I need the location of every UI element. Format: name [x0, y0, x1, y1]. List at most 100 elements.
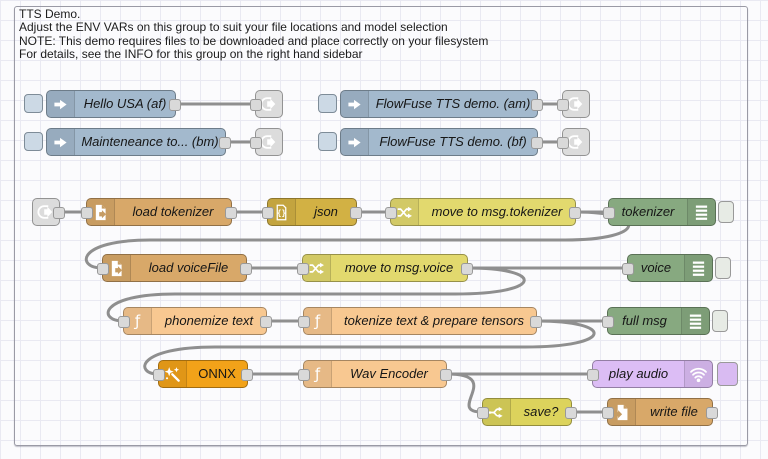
node-debug-full-msg[interactable]: full msg	[602, 307, 710, 335]
input-port[interactable]	[622, 263, 634, 275]
output-port[interactable]	[565, 407, 577, 419]
output-port[interactable]	[461, 263, 473, 275]
svg-text:ƒ: ƒ	[134, 312, 141, 330]
input-port[interactable]	[297, 263, 309, 275]
node-label: save?	[523, 404, 559, 419]
link-arrow-icon	[260, 133, 278, 151]
output-port[interactable]	[219, 137, 231, 149]
output-port[interactable]	[531, 99, 543, 111]
input-port[interactable]	[298, 369, 310, 381]
node-inject-maintenance[interactable]: Mainteneance to... (bm)	[46, 128, 231, 156]
node-label: FlowFuse TTS demo. (bf)	[379, 134, 527, 149]
input-port[interactable]	[262, 207, 274, 219]
node-label: tokenizer	[621, 204, 675, 219]
node-debug-voice[interactable]: voice	[622, 254, 713, 282]
input-port[interactable]	[587, 369, 599, 381]
input-port[interactable]	[81, 207, 93, 219]
node-write-file[interactable]: write file	[602, 398, 718, 426]
node-move-to-msg-voice[interactable]: move to msg.voice	[297, 254, 473, 282]
wire[interactable]	[106, 266, 526, 323]
output-port[interactable]	[531, 137, 543, 149]
group-label-line: TTS Demo.	[19, 7, 81, 21]
node-label: json	[314, 204, 338, 219]
output-port[interactable]	[440, 369, 452, 381]
node-label: phonemize text	[164, 313, 254, 328]
node-play-audio[interactable]: play audio	[587, 360, 713, 388]
output-port[interactable]	[225, 207, 237, 219]
output-port[interactable]	[240, 263, 252, 275]
debug-list-icon	[684, 255, 712, 281]
output-port[interactable]	[53, 207, 65, 219]
input-port[interactable]	[250, 137, 262, 149]
node-tokenize-text[interactable]: ƒ tokenize text & prepare tensors	[298, 307, 542, 335]
inject-button[interactable]	[318, 132, 337, 151]
sound-waves-icon	[684, 361, 712, 387]
debug-toggle-button[interactable]	[712, 310, 728, 332]
node-inject-flowfuse-bf[interactable]: FlowFuse TTS demo. (bf)	[340, 128, 543, 156]
inject-button[interactable]	[24, 94, 43, 113]
node-link-in[interactable]	[32, 198, 65, 226]
link-arrow-icon	[567, 95, 585, 113]
output-port[interactable]	[706, 407, 718, 419]
node-debug-tokenizer[interactable]: tokenizer	[603, 198, 716, 226]
output-port[interactable]	[260, 316, 272, 328]
node-label: voice	[640, 260, 672, 275]
input-port[interactable]	[557, 99, 569, 111]
node-onnx[interactable]: ONNX	[153, 360, 253, 388]
input-port[interactable]	[602, 407, 614, 419]
node-label: move to msg.voice	[344, 260, 454, 275]
input-port[interactable]	[385, 207, 397, 219]
group-label: TTS Demo. Adjust the ENV VARs on this gr…	[19, 7, 488, 62]
node-move-to-msg-tokenizer[interactable]: move to msg.tokenizer	[385, 198, 581, 226]
input-port[interactable]	[477, 407, 489, 419]
input-port[interactable]	[118, 316, 130, 328]
group-label-line: For details, see the INFO for this group…	[19, 47, 363, 62]
wire[interactable]	[445, 372, 484, 414]
node-json[interactable]: {} json	[262, 198, 362, 226]
node-load-voicefile[interactable]: load voiceFile	[97, 254, 252, 282]
inject-button[interactable]	[24, 132, 43, 151]
node-save-switch[interactable]: save?	[477, 398, 577, 426]
input-port[interactable]	[250, 99, 262, 111]
file-write-icon	[608, 399, 636, 425]
node-label: ONNX	[198, 366, 236, 381]
svg-text:{}: {}	[277, 208, 286, 217]
input-port[interactable]	[557, 137, 569, 149]
input-port[interactable]	[603, 207, 615, 219]
input-port[interactable]	[97, 263, 109, 275]
node-label: full msg	[622, 313, 667, 328]
node-label: Hello USA (af)	[83, 96, 167, 111]
debug-toggle-button[interactable]	[718, 201, 734, 223]
group-label-line: Adjust the ENV VARs on this group to sui…	[19, 20, 448, 35]
output-port[interactable]	[350, 207, 362, 219]
input-port[interactable]	[298, 316, 310, 328]
output-port[interactable]	[169, 99, 181, 111]
node-wav-encoder[interactable]: ƒ Wav Encoder	[298, 360, 452, 388]
inject-button[interactable]	[318, 94, 337, 113]
node-label: write file	[650, 404, 698, 419]
svg-text:ƒ: ƒ	[314, 312, 321, 330]
play-audio-button[interactable]	[717, 362, 738, 386]
node-load-tokenizer[interactable]: load tokenizer	[81, 198, 237, 226]
wire[interactable]	[143, 319, 596, 376]
node-inject-flowfuse-am[interactable]: FlowFuse TTS demo. (am)	[340, 90, 543, 118]
json-braces-icon: {}	[268, 199, 296, 225]
node-label: load tokenizer	[132, 204, 214, 219]
group-border[interactable]	[14, 6, 748, 446]
node-label: play audio	[608, 366, 669, 381]
inject-arrow-icon	[341, 129, 369, 155]
output-port[interactable]	[569, 207, 581, 219]
link-arrow-icon	[567, 133, 585, 151]
node-link-out[interactable]	[250, 128, 283, 156]
output-port[interactable]	[241, 369, 253, 381]
input-port[interactable]	[153, 369, 165, 381]
node-link-out[interactable]	[557, 90, 590, 118]
debug-toggle-button[interactable]	[715, 257, 731, 279]
node-phonemize-text[interactable]: ƒ phonemize text	[118, 307, 272, 335]
node-link-out[interactable]	[250, 90, 283, 118]
node-inject-hello-usa[interactable]: Hello USA (af)	[46, 90, 181, 118]
input-port[interactable]	[602, 316, 614, 328]
node-link-out[interactable]	[557, 128, 590, 156]
output-port[interactable]	[530, 316, 542, 328]
